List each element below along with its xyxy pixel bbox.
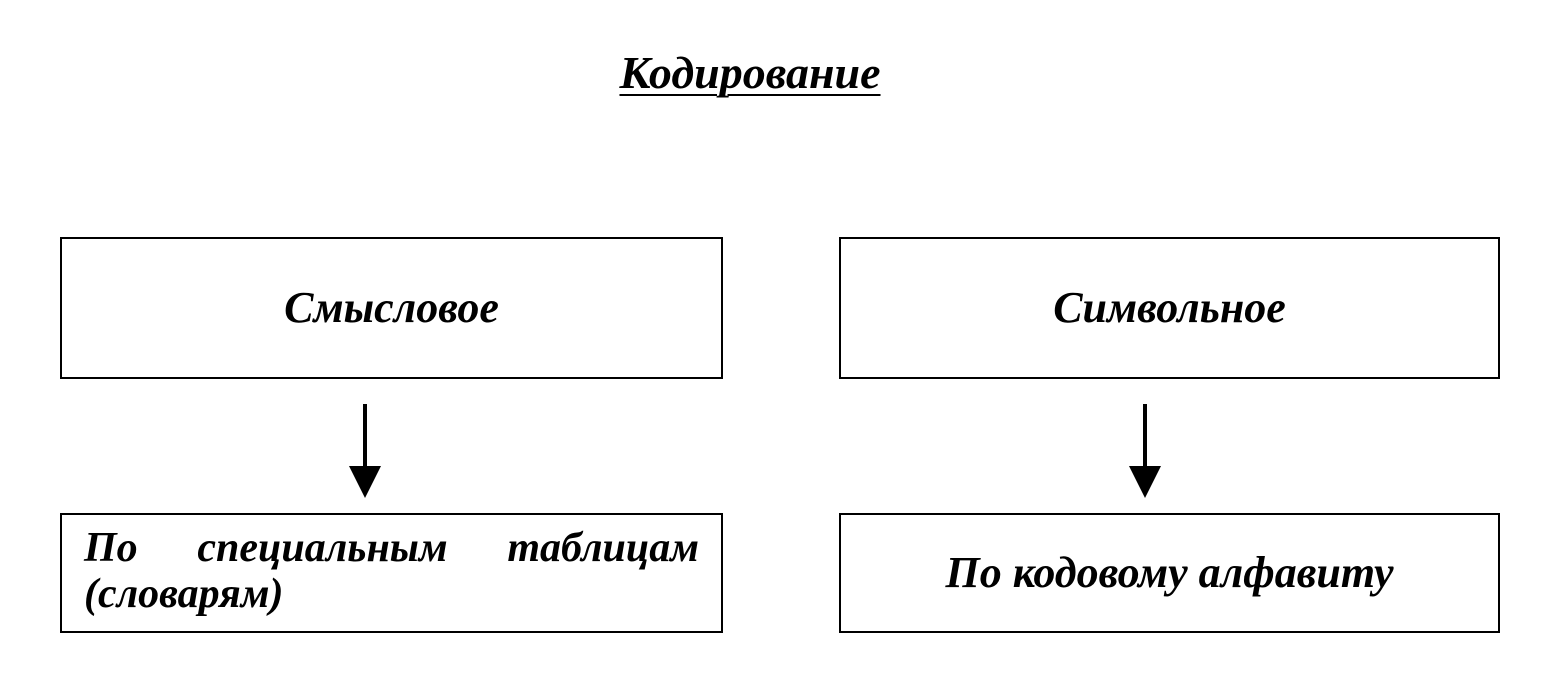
method-label-semantic: По специальным таблицам (словарям): [84, 525, 699, 618]
method-box-symbolic: По кодовому алфавиту: [839, 513, 1500, 633]
method-box-semantic: По специальным таблицам (словарям): [60, 513, 723, 633]
diagram-title: Кодирование: [619, 47, 881, 98]
arrow-down-icon: [1129, 404, 1161, 498]
category-box-symbolic: Символьное: [839, 237, 1500, 379]
arrow-down-icon: [349, 404, 381, 498]
category-box-semantic: Смысловое: [60, 237, 723, 379]
category-label-symbolic: Символьное: [1053, 282, 1286, 332]
category-label-semantic: Смысловое: [284, 282, 499, 332]
method-label-symbolic: По кодовому алфавиту: [945, 547, 1394, 597]
